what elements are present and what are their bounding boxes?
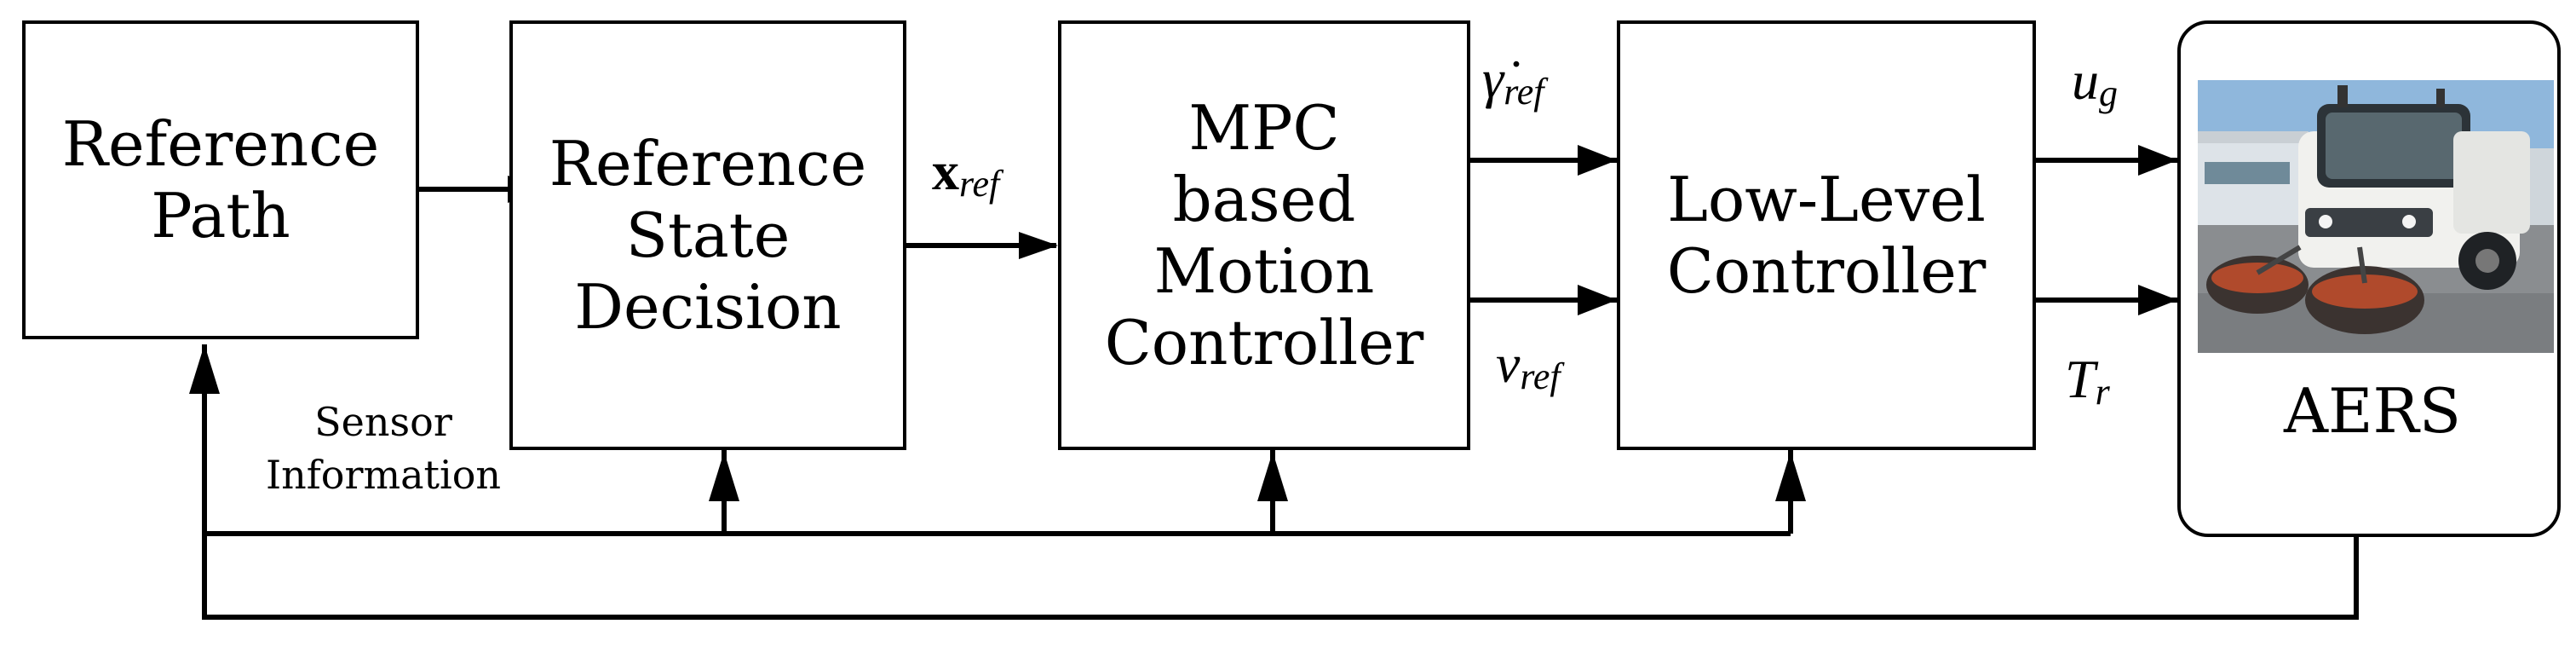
t-r-label: Tr bbox=[2065, 349, 2110, 413]
reference-path-label: Reference Path bbox=[61, 108, 380, 251]
reference-state-decision-block: Reference State Decision bbox=[509, 20, 906, 450]
arrowhead bbox=[1578, 285, 1617, 315]
u-g-label: ug bbox=[2072, 50, 2118, 114]
arrowhead bbox=[2138, 285, 2177, 315]
mpc-motion-controller-block: MPC based Motion Controller bbox=[1058, 20, 1470, 450]
x-ref-label: xref bbox=[932, 141, 1000, 205]
arrowhead bbox=[1257, 452, 1288, 501]
arrowhead bbox=[1578, 145, 1617, 176]
mpc-motion-controller-label: MPC based Motion Controller bbox=[1104, 92, 1424, 378]
arrowhead bbox=[1019, 232, 1058, 259]
aers-label: AERS bbox=[2283, 375, 2462, 447]
feedback-line bbox=[202, 344, 2359, 620]
v-ref-label: vref bbox=[1496, 333, 1561, 397]
arrowhead bbox=[2138, 145, 2177, 176]
low-level-controller-block: Low-Level Controller bbox=[1617, 20, 2036, 450]
low-level-controller-label: Low-Level Controller bbox=[1666, 164, 1987, 307]
gamma-dot-ref-label: γ̇ref bbox=[1482, 49, 1544, 113]
reference-path-block: Reference Path bbox=[22, 20, 419, 339]
arrowhead bbox=[1775, 452, 1806, 501]
sensor-information-label: Sensor Information bbox=[265, 399, 502, 498]
arrowhead bbox=[709, 452, 739, 501]
reference-state-decision-label: Reference State Decision bbox=[549, 128, 867, 343]
street-sweeper-image bbox=[2198, 80, 2554, 353]
arrowhead bbox=[189, 344, 220, 394]
